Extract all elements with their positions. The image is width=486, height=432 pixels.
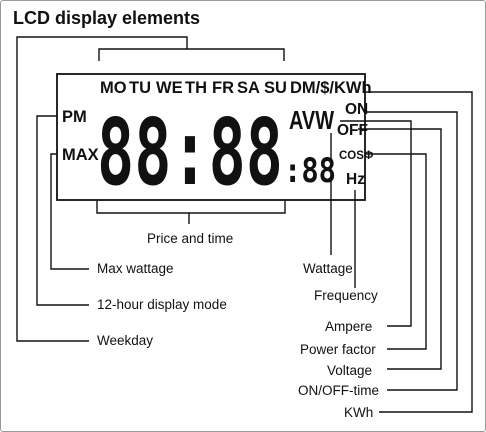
kwh-leader xyxy=(365,91,473,413)
label-weekday: Weekday xyxy=(97,333,153,348)
label-12-hour-mode: 12-hour display mode xyxy=(97,297,227,312)
label-wattage: Wattage xyxy=(303,261,353,276)
label-ampere: Ampere xyxy=(325,319,372,334)
hour-mode-leader xyxy=(36,115,89,306)
weekday-bracket xyxy=(98,48,285,61)
label-on-off-time: ON/OFF-time xyxy=(298,383,379,398)
max-wattage-leader xyxy=(50,153,89,270)
lcd-day-th: TH xyxy=(185,79,207,97)
label-price-time: Price and time xyxy=(147,231,233,246)
lcd-hz-indicator: Hz xyxy=(346,171,365,188)
price-time-bracket xyxy=(96,201,286,214)
label-frequency: Frequency xyxy=(314,288,378,303)
lcd-main-digits: 88:88 xyxy=(97,99,283,206)
power-factor-leader xyxy=(365,153,427,350)
lcd-day-fr: FR xyxy=(212,79,234,97)
on-off-time-leader xyxy=(366,111,458,391)
lcd-max-indicator: MAX xyxy=(62,146,99,164)
lcd-pm-indicator: PM xyxy=(62,108,87,126)
diagram-title: LCD display elements xyxy=(13,8,200,28)
lcd-day-su: SU xyxy=(264,79,287,97)
lcd-day-we: WE xyxy=(156,79,183,97)
lcd-day-mo: MO xyxy=(100,79,127,97)
ampere-leader xyxy=(340,120,412,327)
lcd-small-digits: :88 xyxy=(284,151,336,191)
lcd-off-indicator: OFF xyxy=(337,122,368,139)
lcd-awv-indicator: AVW xyxy=(289,105,334,135)
label-power-factor: Power factor xyxy=(300,342,376,357)
lcd-day-tu: TU xyxy=(129,79,151,97)
voltage-leader xyxy=(358,128,442,370)
label-voltage: Voltage xyxy=(327,363,372,378)
lcd-day-sa: SA xyxy=(237,79,260,97)
weekday-leader xyxy=(16,36,188,342)
lcd-display-frame xyxy=(56,73,366,201)
lcd-cos-indicator: COSΦ xyxy=(339,150,374,162)
label-kwh: KWh xyxy=(344,405,373,420)
lcd-on-indicator: ON xyxy=(345,101,368,118)
label-max-wattage: Max wattage xyxy=(97,261,174,276)
lcd-unit-label: DM/$/KWh xyxy=(290,79,372,97)
